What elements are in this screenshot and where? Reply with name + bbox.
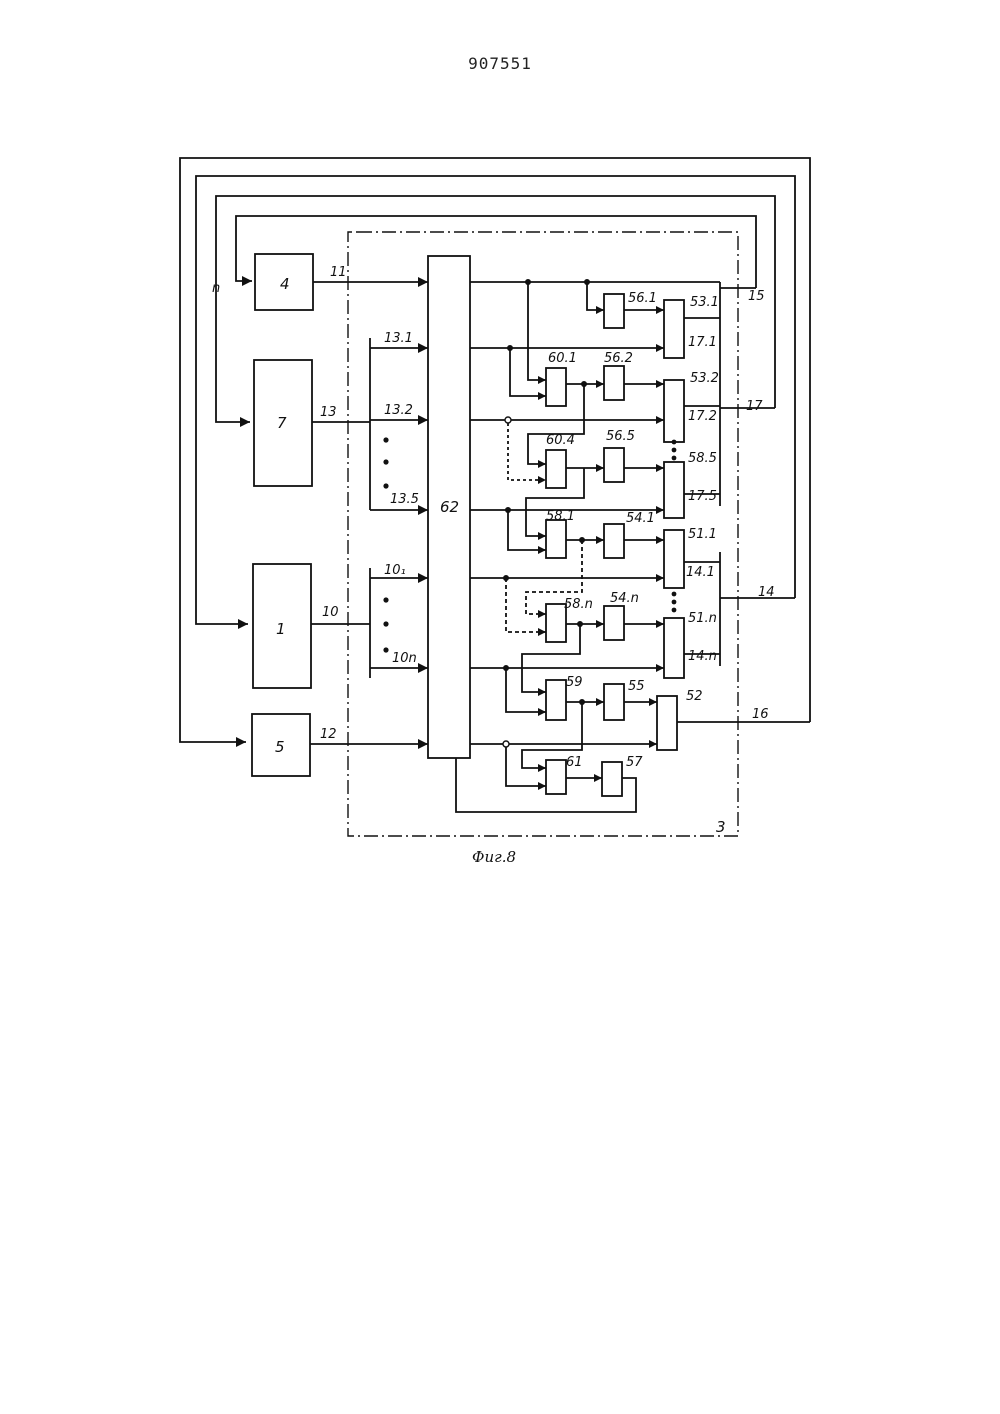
label-block-55: 55 bbox=[628, 679, 645, 694]
block-59 bbox=[546, 680, 566, 720]
label-block-5: 5 bbox=[275, 738, 285, 756]
label-signal-11: 11 bbox=[330, 265, 347, 280]
label-block-1: 1 bbox=[276, 620, 286, 638]
label-signal-12: 12 bbox=[320, 727, 337, 742]
block-54-n bbox=[604, 606, 624, 640]
block-53-1 bbox=[664, 300, 684, 358]
label-block-56-1: 56.1 bbox=[628, 291, 657, 306]
label-block-61: 61 bbox=[566, 755, 583, 770]
label-block-7: 7 bbox=[277, 414, 287, 432]
label-signal-13-1: 13.1 bbox=[384, 331, 413, 346]
block-58-n bbox=[546, 604, 566, 642]
label-signal-14-n: 14.n bbox=[688, 649, 717, 664]
block-56-1 bbox=[604, 294, 624, 328]
block-53-2 bbox=[664, 380, 684, 442]
label-block-54-1: 54.1 bbox=[626, 511, 655, 526]
label-block-53-2: 53.2 bbox=[690, 371, 719, 386]
label-signal-10: 10 bbox=[322, 605, 339, 620]
label-signal-17-1: 17.1 bbox=[688, 335, 717, 350]
label-signal-14-1: 14.1 bbox=[686, 565, 715, 580]
label-signal-17-2: 17.2 bbox=[688, 409, 717, 424]
block-60-1 bbox=[546, 368, 566, 406]
block-54-1 bbox=[604, 524, 624, 558]
label-block-52: 52 bbox=[686, 689, 703, 704]
label-signal-15: 15 bbox=[748, 289, 765, 304]
label-signal-n: n bbox=[212, 281, 220, 296]
block-56-5 bbox=[604, 448, 624, 482]
block-51-1 bbox=[664, 530, 684, 588]
label-block-58-n: 58.n bbox=[564, 597, 593, 612]
label-block-60-4: 60.4 bbox=[546, 433, 575, 448]
label-unit-3: 3 bbox=[716, 818, 726, 836]
label-block-58-5: 58.5 bbox=[688, 451, 717, 466]
label-signal-13-2: 13.2 bbox=[384, 403, 413, 418]
label-block-58-1: 58.1 bbox=[546, 509, 575, 524]
label-block-54-n: 54.n bbox=[610, 591, 639, 606]
label-block-62: 62 bbox=[440, 498, 459, 516]
label-block-59: 59 bbox=[566, 675, 583, 690]
label-signal-14: 14 bbox=[758, 585, 775, 600]
block-60-4 bbox=[546, 450, 566, 488]
block-58-1 bbox=[546, 520, 566, 558]
label-signal-16: 16 bbox=[752, 707, 769, 722]
label-block-4: 4 bbox=[280, 275, 290, 293]
label-block-56-5: 56.5 bbox=[606, 429, 635, 444]
block-58-5 bbox=[664, 462, 684, 518]
label-block-53-1: 53.1 bbox=[690, 295, 719, 310]
input-wiring bbox=[310, 277, 428, 749]
label-block-56-2: 56.2 bbox=[604, 351, 633, 366]
block-56-2 bbox=[604, 366, 624, 400]
block-51-n bbox=[664, 618, 684, 678]
label-block-57: 57 bbox=[626, 755, 643, 770]
block-57 bbox=[602, 762, 622, 796]
label-block-51-n: 51.n bbox=[688, 611, 717, 626]
label-signal-17-5: 17.5 bbox=[688, 489, 717, 504]
figure-caption: Фиг.8 bbox=[472, 848, 516, 866]
block-52 bbox=[657, 696, 677, 750]
label-signal-10-1: 10₁ bbox=[384, 563, 406, 578]
label-signal-17: 17 bbox=[746, 399, 763, 414]
block-55 bbox=[604, 684, 624, 720]
label-signal-10-n: 10n bbox=[392, 651, 417, 666]
label-signal-13: 13 bbox=[320, 405, 337, 420]
output-blocks bbox=[546, 294, 684, 796]
label-signal-13-5: 13.5 bbox=[390, 492, 419, 507]
block-61 bbox=[546, 760, 566, 794]
label-block-60-1: 60.1 bbox=[548, 351, 577, 366]
label-block-51-1: 51.1 bbox=[688, 527, 717, 542]
